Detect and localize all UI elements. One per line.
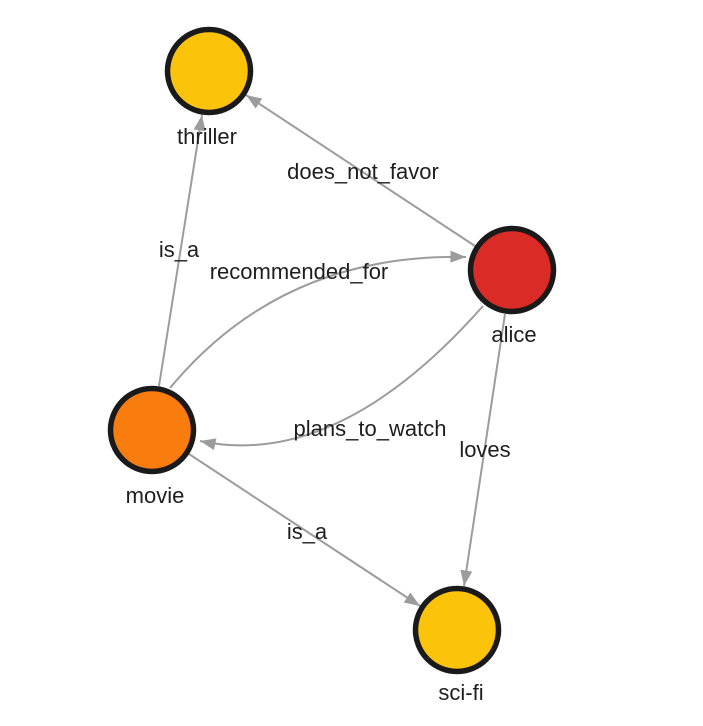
edge-label-movie-sci-fi: is_a: [287, 519, 328, 544]
edge-alice-sci-fi[interactable]: [460, 313, 506, 587]
edge-label-movie-thriller: is_a: [159, 237, 200, 262]
node-label-thriller: thriller: [177, 124, 237, 149]
edge-layer: [158, 94, 506, 607]
edge-alice-thriller[interactable]: [245, 94, 476, 247]
edge-label-alice-thriller: does_not_favor: [287, 159, 439, 184]
edge-label-alice-sci-fi: loves: [459, 437, 510, 462]
edge-movie-alice[interactable]: [169, 250, 467, 389]
node-label-alice: alice: [491, 322, 536, 347]
edge-movie-sci-fi[interactable]: [188, 453, 421, 607]
node-thriller[interactable]: [164, 26, 254, 116]
node-movie[interactable]: [107, 385, 197, 475]
edge-movie-thriller[interactable]: [158, 114, 206, 387]
node-sci-fi[interactable]: [412, 585, 502, 675]
node-layer: [107, 26, 557, 675]
node-label-sci-fi: sci-fi: [438, 680, 483, 705]
edge-label-movie-alice: recommended_for: [210, 259, 389, 284]
node-alice[interactable]: [467, 225, 557, 315]
label-layer: does_not_favor is_a recommended_for plans_t…: [126, 124, 537, 705]
edge-alice-movie[interactable]: [199, 305, 484, 451]
node-label-movie: movie: [126, 483, 185, 508]
edge-label-alice-movie: plans_to_watch: [294, 416, 447, 441]
